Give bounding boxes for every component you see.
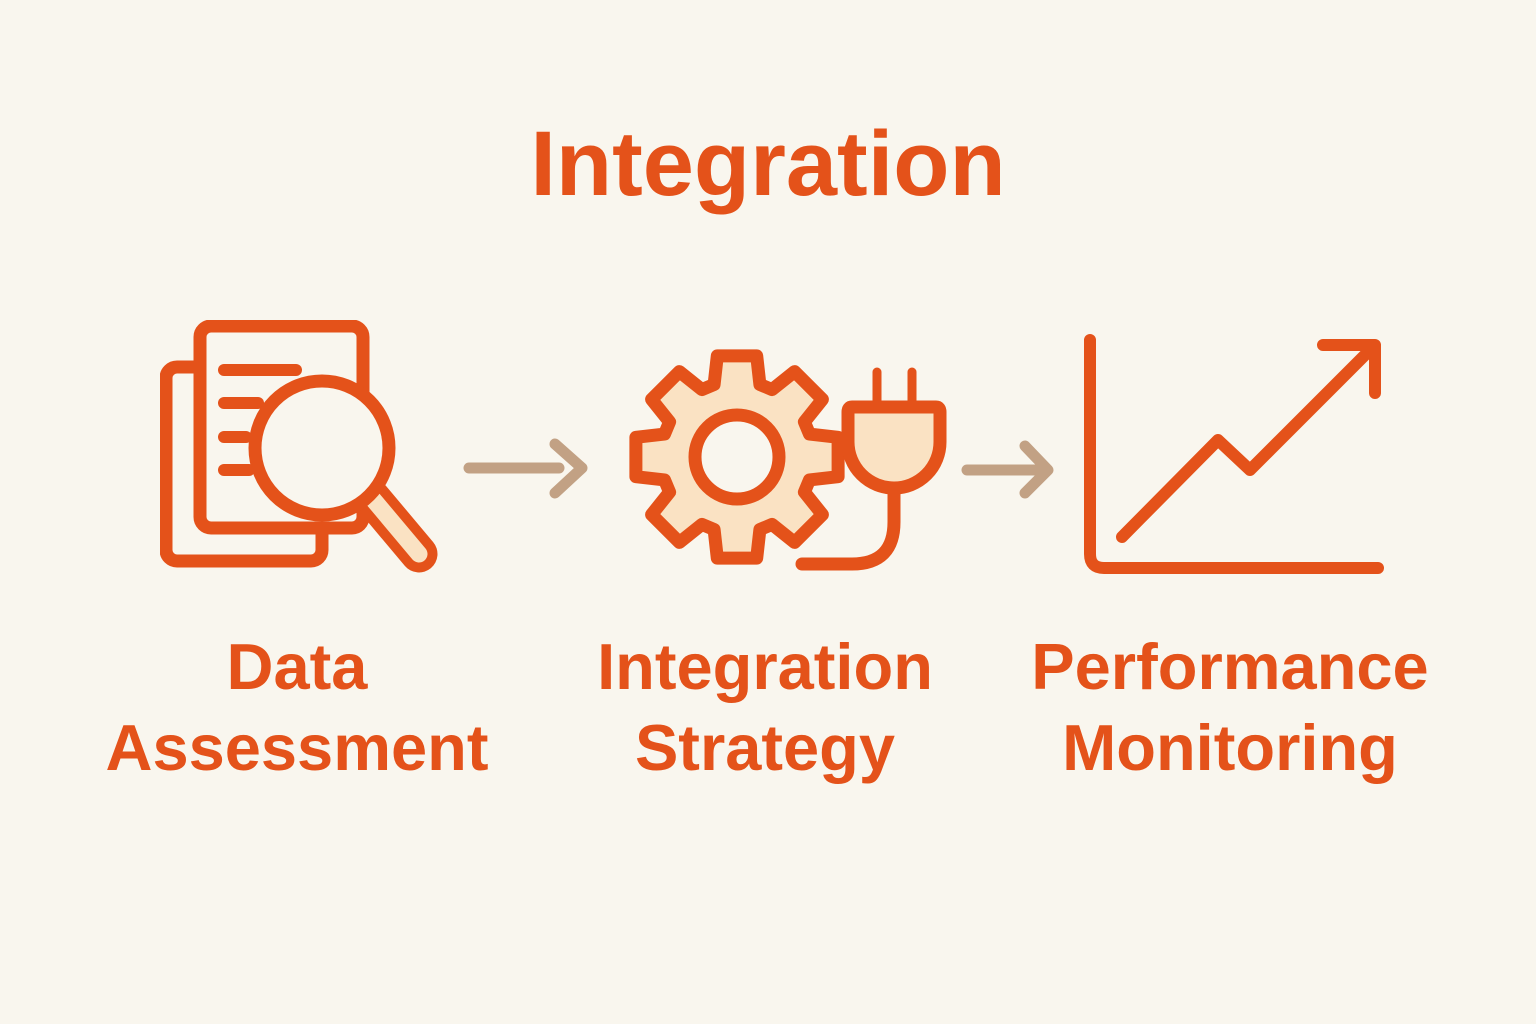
- plug-icon: [841, 400, 947, 495]
- plug-cord: [795, 481, 901, 571]
- page-title: Integration: [530, 113, 1006, 215]
- gear-plug-icon: [629, 349, 947, 571]
- magnifier-handle: [353, 479, 438, 573]
- step-label-performance-monitoring: Performance Monitoring: [1031, 630, 1429, 784]
- magnifier-lens: [248, 374, 396, 522]
- growth-chart-icon: [1084, 334, 1384, 574]
- gear-center-hole: [688, 408, 786, 506]
- step-label-data-assessment: Data Assessment: [105, 630, 489, 784]
- documents-magnifier-icon: [160, 320, 438, 573]
- chart-arrowhead: [1317, 339, 1381, 399]
- document-text-lines: [218, 364, 302, 476]
- chart-trend-line: [1116, 346, 1374, 543]
- step-label-integration-strategy: Integration Strategy: [597, 630, 933, 784]
- arrow-right-icon: [463, 438, 588, 499]
- chart-axes: [1084, 334, 1384, 574]
- arrow-right-icon: [961, 440, 1054, 499]
